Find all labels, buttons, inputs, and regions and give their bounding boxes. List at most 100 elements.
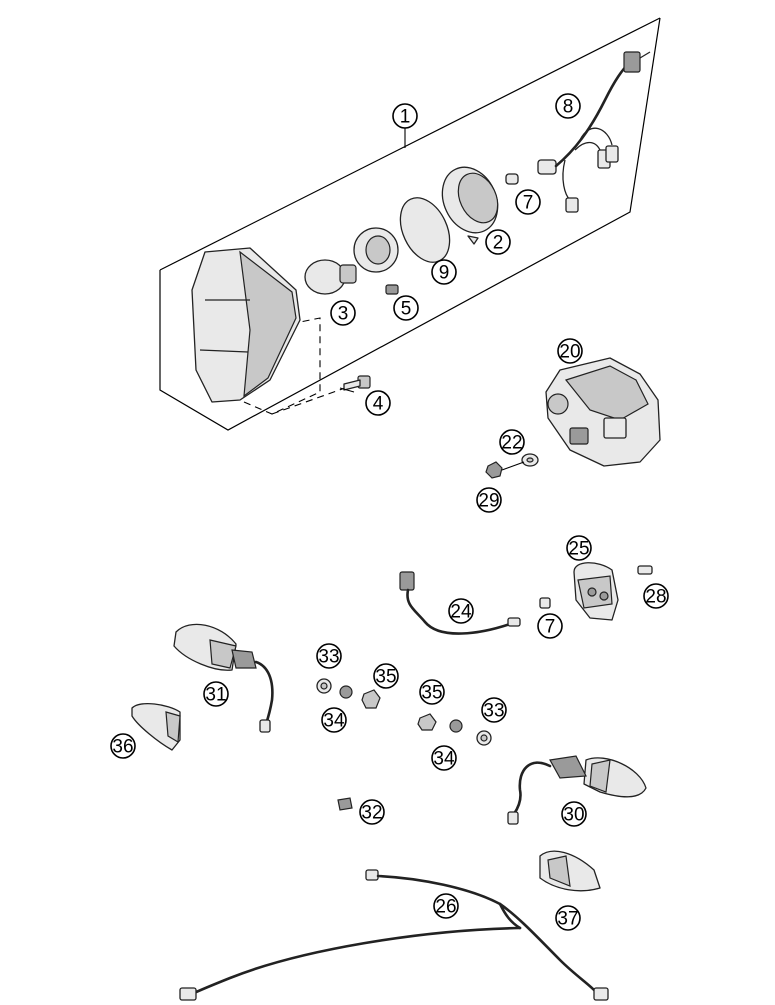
callout-circle [566, 535, 592, 561]
tail-light-wire [399, 571, 551, 635]
callout-circle [203, 681, 229, 707]
right-turn-signal [507, 755, 647, 825]
callout-number: 33 [483, 701, 504, 722]
main-wiring-harness [179, 869, 609, 1001]
callout-number: 1 [400, 107, 411, 128]
headlight-wiring-harness [537, 51, 651, 213]
callout-7: 7 [537, 613, 563, 639]
callout-24: 24 [448, 598, 474, 624]
callout-circle [481, 697, 507, 723]
callout-number: 20 [559, 342, 580, 363]
headlight-mask [191, 247, 346, 415]
callout-circle [433, 893, 459, 919]
callout-35: 35 [419, 679, 445, 705]
callout-7: 7 [515, 189, 541, 215]
callout-number: 35 [375, 667, 396, 688]
bulb-socket-ring [353, 227, 399, 273]
callout-circle [485, 229, 511, 255]
callout-29: 29 [476, 487, 502, 513]
callout-number: 24 [450, 602, 472, 623]
callout-circle [557, 338, 583, 364]
callout-circle [499, 429, 525, 455]
callout-circle [321, 707, 347, 733]
callout-30: 30 [561, 801, 587, 827]
instrument-housing [545, 357, 661, 467]
callout-number: 7 [523, 193, 534, 214]
parking-bulb [505, 173, 519, 185]
callout-20: 20 [557, 338, 583, 364]
callout-number: 22 [501, 433, 522, 454]
small-screw [337, 797, 353, 811]
callout-5: 5 [393, 295, 419, 321]
screw-part [339, 375, 371, 393]
callout-number: 37 [557, 909, 578, 930]
reflector-housing [441, 166, 499, 245]
callout-circle [359, 799, 385, 825]
callout-34: 34 [431, 745, 457, 771]
callout-33: 33 [481, 697, 507, 723]
callout-34: 34 [321, 707, 347, 733]
washer-and-nut [485, 453, 539, 479]
callout-circle [515, 189, 541, 215]
callout-28: 28 [643, 583, 669, 609]
clip-part [385, 284, 399, 295]
callout-4: 4 [365, 390, 391, 416]
callout-number: 32 [361, 803, 382, 824]
callout-number: 7 [545, 617, 556, 638]
callout-number: 4 [373, 394, 384, 415]
left-turn-signal [173, 623, 274, 733]
callout-circle [316, 643, 342, 669]
callout-22: 22 [499, 429, 525, 455]
callout-26: 26 [433, 893, 459, 919]
callout-circle [476, 487, 502, 513]
callout-circle [431, 745, 457, 771]
callout-number: 35 [421, 683, 442, 704]
callout-37: 37 [555, 905, 581, 931]
callout-32: 32 [359, 799, 385, 825]
callout-circle [373, 663, 399, 689]
callout-number: 9 [439, 263, 450, 284]
callout-number: 3 [338, 304, 349, 325]
callout-number: 34 [323, 711, 345, 732]
callout-circle [555, 905, 581, 931]
callout-number: 28 [645, 587, 666, 608]
callout-circle [365, 390, 391, 416]
callout-number: 36 [112, 737, 133, 758]
headlight-assembly-frame [159, 17, 661, 431]
callout-circle [561, 801, 587, 827]
callout-number: 31 [205, 685, 226, 706]
callout-number: 34 [433, 749, 455, 770]
callout-number: 26 [435, 897, 456, 918]
callout-35: 35 [373, 663, 399, 689]
callout-31: 31 [203, 681, 229, 707]
mounting-hardware-left [316, 678, 381, 709]
left-signal-cover [131, 702, 181, 751]
callout-25: 25 [566, 535, 592, 561]
callout-circle [431, 259, 457, 285]
callout-number: 29 [478, 491, 499, 512]
callout-8: 8 [555, 93, 581, 119]
callout-3: 3 [330, 300, 356, 326]
tail-light [573, 562, 653, 621]
callout-circle [392, 103, 418, 129]
callout-number: 5 [401, 299, 412, 320]
callout-circle [537, 613, 563, 639]
mounting-hardware-right [417, 713, 492, 746]
callout-number: 30 [563, 805, 584, 826]
callout-number: 33 [318, 647, 339, 668]
right-signal-cover [539, 850, 601, 892]
callout-9: 9 [431, 259, 457, 285]
callout-36: 36 [110, 733, 136, 759]
headlight-bulb [304, 259, 357, 295]
callout-circle [419, 679, 445, 705]
callout-circle [448, 598, 474, 624]
callout-circle [555, 93, 581, 119]
callout-number: 25 [568, 539, 589, 560]
callout-number: 2 [493, 233, 504, 254]
callout-circle [330, 300, 356, 326]
callout-circle [393, 295, 419, 321]
callout-33: 33 [316, 643, 342, 669]
callout-circle [110, 733, 136, 759]
